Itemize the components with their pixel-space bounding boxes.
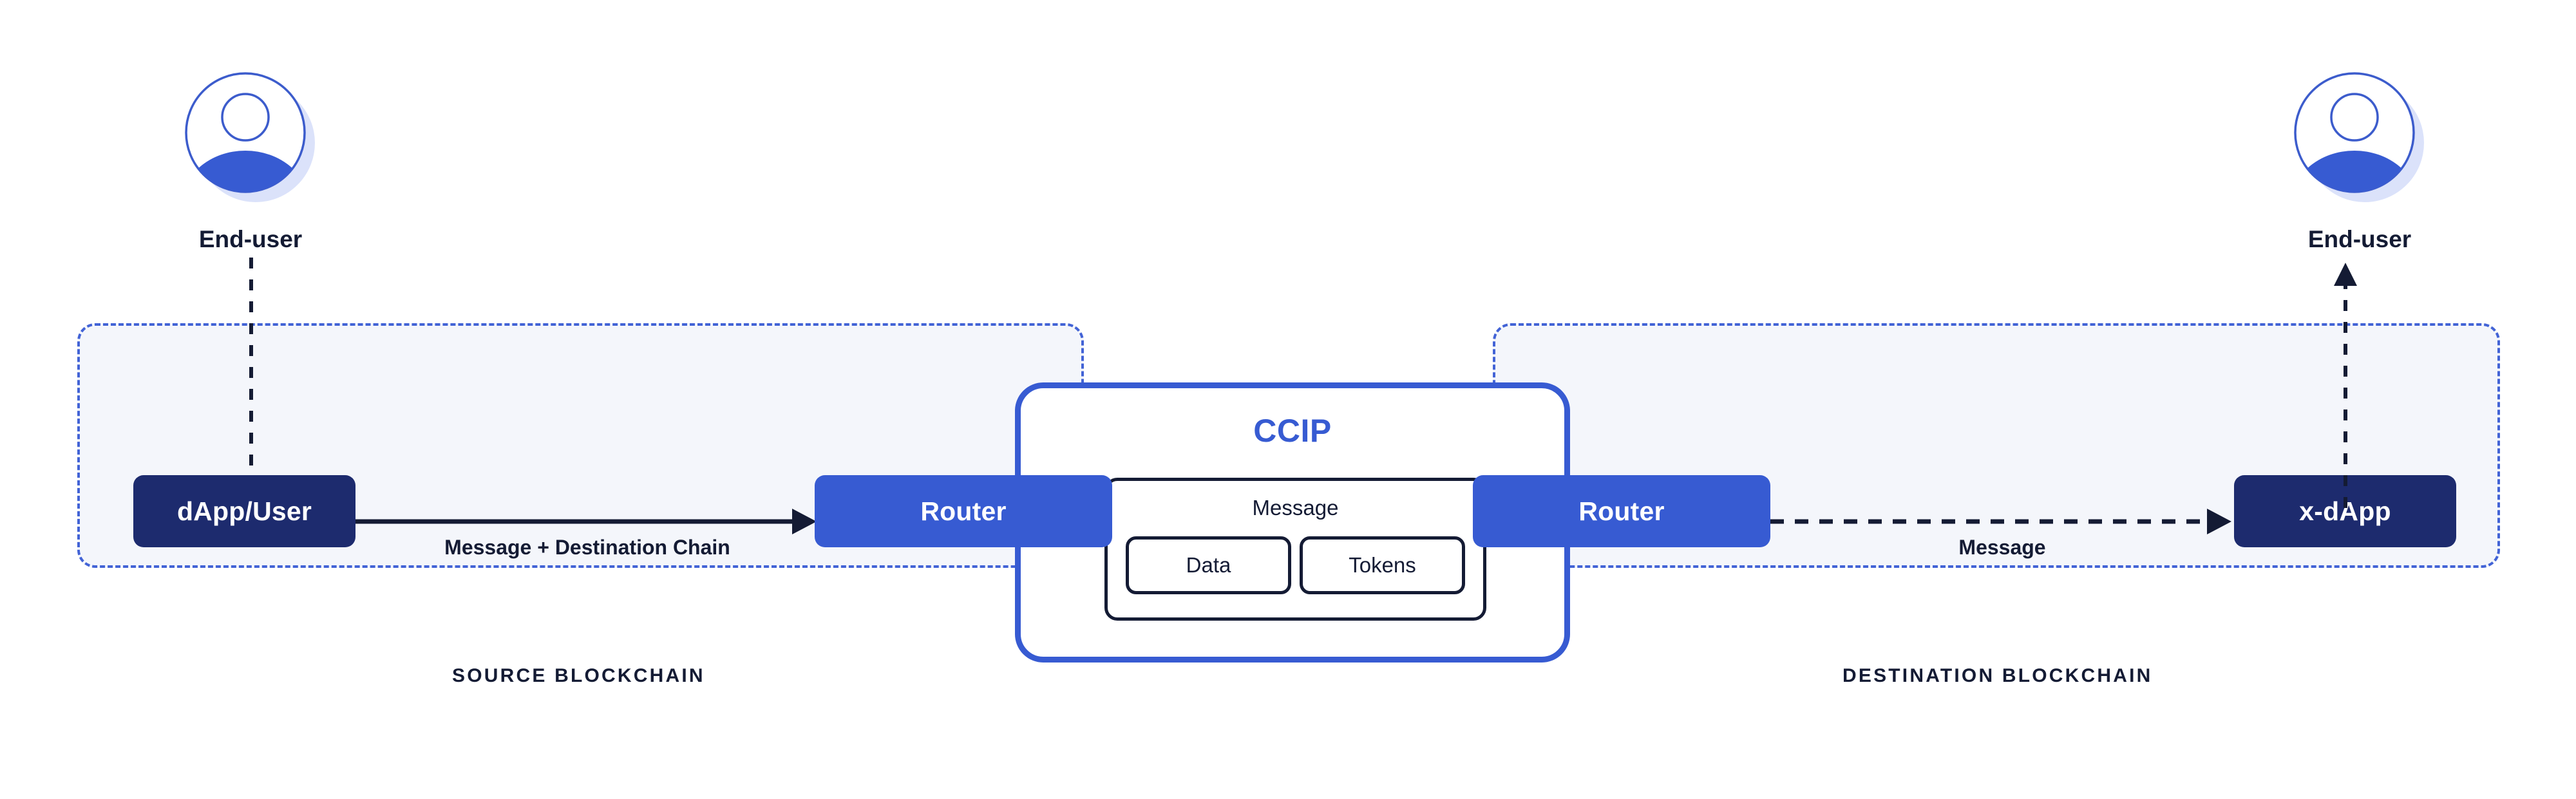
node-router-destination-label: Router bbox=[1578, 496, 1665, 526]
end-user-right-label: End-user bbox=[2307, 226, 2412, 252]
end-user-left-avatar-icon bbox=[185, 72, 315, 202]
node-router-source-label: Router bbox=[920, 496, 1007, 526]
node-router-destination[interactable]: Router bbox=[1473, 475, 1770, 547]
edge-xdapp-to-enduser bbox=[2334, 263, 2357, 515]
ccip-message-part-data[interactable]: Data bbox=[1126, 536, 1291, 594]
node-x-dapp[interactable]: x-dApp bbox=[2234, 475, 2456, 547]
node-dapp-user[interactable]: dApp/User bbox=[133, 475, 355, 547]
ccip-message-title: Message bbox=[1252, 496, 1339, 520]
edge-router-to-xdapp bbox=[1770, 509, 2231, 534]
edge-dapp-to-router bbox=[355, 509, 817, 534]
edge-router-to-xdapp-label: Message bbox=[1958, 536, 2046, 559]
region-destination-blockchain-label: DESTINATION BLOCKCHAIN bbox=[1842, 665, 2153, 686]
ccip-message-part-data-label: Data bbox=[1186, 553, 1231, 577]
ccip-title: CCIP bbox=[1253, 413, 1332, 449]
node-router-source[interactable]: Router bbox=[815, 475, 1112, 547]
node-dapp-user-label: dApp/User bbox=[176, 496, 312, 526]
edge-dapp-to-router-label: Message + Destination Chain bbox=[444, 536, 730, 559]
ccip-message-part-tokens[interactable]: Tokens bbox=[1300, 536, 1465, 594]
ccip-message-part-tokens-label: Tokens bbox=[1349, 553, 1416, 577]
region-source-blockchain-label: SOURCE BLOCKCHAIN bbox=[452, 665, 705, 686]
end-user-left-label: End-user bbox=[198, 226, 303, 252]
end-user-right-avatar-icon bbox=[2294, 72, 2424, 202]
